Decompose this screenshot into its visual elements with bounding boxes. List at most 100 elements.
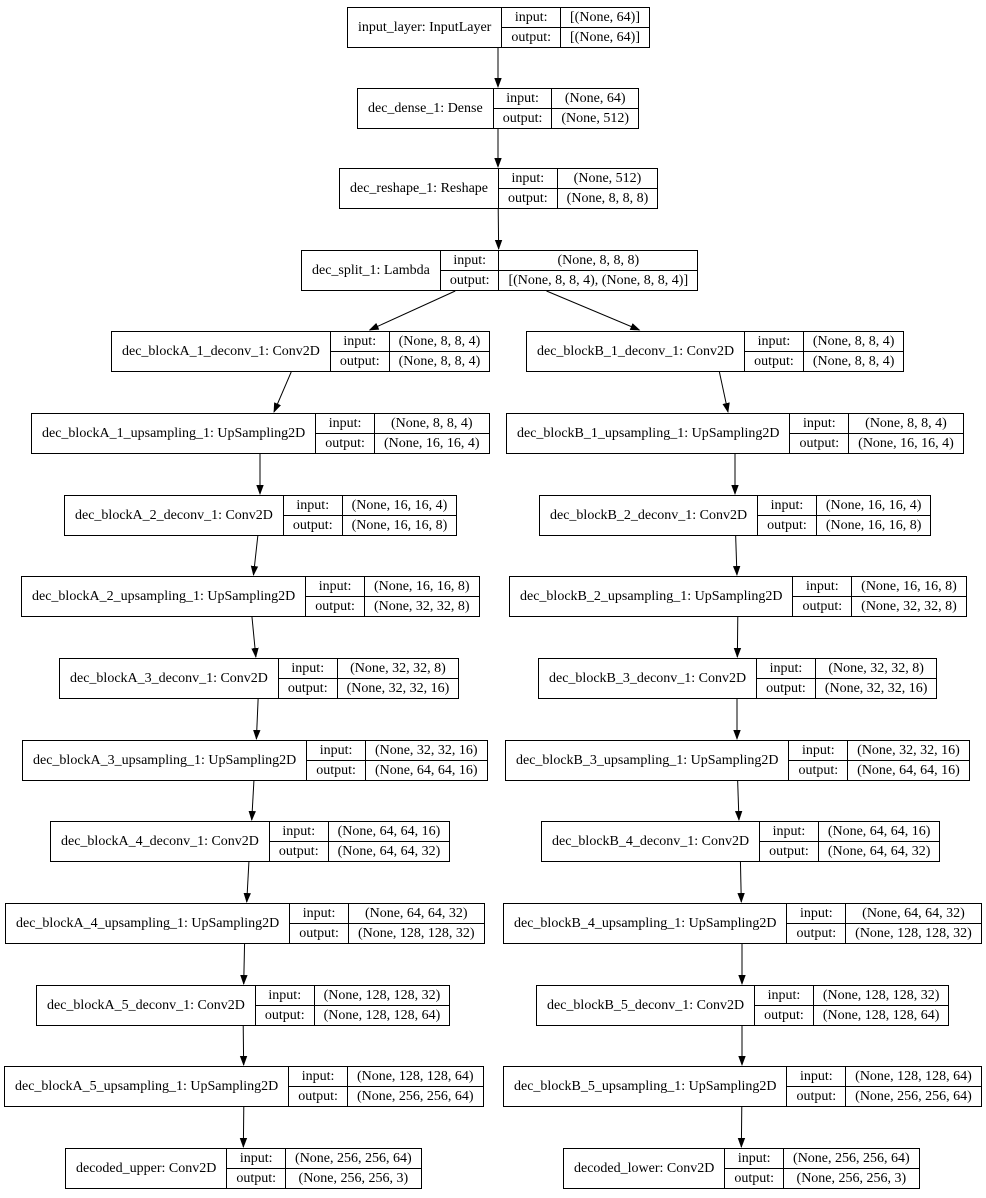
input-shape-value: (None, 32, 32, 8) <box>814 658 938 679</box>
layer-name-label: decoded_upper: Conv2D <box>64 1148 228 1189</box>
layer-name-label: dec_blockB_3_upsampling_1: UpSampling2D <box>504 740 790 781</box>
input-label: input: <box>305 576 365 597</box>
layer-name-label: dec_blockB_1_upsampling_1: UpSampling2D <box>505 413 791 454</box>
layer-name-label: dec_blockB_1_deconv_1: Conv2D <box>525 331 746 372</box>
input-shape-value: (None, 256, 256, 64) <box>285 1148 422 1169</box>
output-label: output: <box>439 270 500 291</box>
input-shape-value: (None, 128, 128, 64) <box>346 1066 484 1087</box>
layer-node-decoded_upper: decoded_upper: Conv2D input: (None, 256,… <box>64 1148 422 1189</box>
input-shape-value: (None, 32, 32, 16) <box>847 740 970 761</box>
input-label: input: <box>254 985 315 1006</box>
layer-name-label: dec_blockA_1_deconv_1: Conv2D <box>111 331 331 372</box>
input-label: input: <box>759 821 819 842</box>
edge-dec_split_1-to-dec_blockA_1_deconv_1 <box>368 290 456 331</box>
layer-name-label: dec_blockB_2_upsampling_1: UpSampling2D <box>508 576 794 617</box>
output-shape-value: (None, 64, 64, 32) <box>327 841 451 862</box>
output-label: output: <box>501 27 562 48</box>
input-shape-value: (None, 16, 16, 4) <box>815 495 932 516</box>
output-label: output: <box>789 433 850 454</box>
layer-node-dec_blockA_1_upsampling_1: dec_blockA_1_upsampling_1: UpSampling2D … <box>30 413 490 454</box>
edge-dec_blockB_1_deconv_1-to-dec_blockB_1_upsampling_1 <box>718 371 730 413</box>
layer-node-dec_blockA_5_deconv_1: dec_blockA_5_deconv_1: Conv2D input: (No… <box>36 985 451 1026</box>
edge-dec_blockA_3_upsampling_1-to-dec_blockA_4_deconv_1 <box>248 780 256 821</box>
layer-name-label: dec_blockB_3_deconv_1: Conv2D <box>537 658 758 699</box>
layer-name-label: dec_blockA_5_deconv_1: Conv2D <box>36 985 256 1026</box>
input-shape-value: (None, 128, 128, 64) <box>845 1066 982 1087</box>
output-shape-value: (None, 256, 256, 64) <box>845 1086 982 1107</box>
layer-node-dec_split_1: dec_split_1: Lambda input: (None, 8, 8, … <box>301 250 699 291</box>
output-label: output: <box>254 1005 315 1026</box>
output-shape-value: (None, 32, 32, 16) <box>336 678 460 699</box>
layer-node-dec_blockA_5_upsampling_1: dec_blockA_5_upsampling_1: UpSampling2D … <box>3 1066 484 1107</box>
output-shape-value: [(None, 8, 8, 4), (None, 8, 8, 4)] <box>498 270 699 291</box>
input-shape-value: (None, 16, 16, 8) <box>363 576 480 597</box>
output-shape-value: (None, 64, 64, 16) <box>364 760 488 781</box>
layer-name-label: dec_blockA_4_deconv_1: Conv2D <box>50 821 270 862</box>
input-label: input: <box>277 658 338 679</box>
layer-node-dec_blockB_1_upsampling_1: dec_blockB_1_upsampling_1: UpSampling2D … <box>505 413 964 454</box>
layer-name-label: dec_blockB_5_deconv_1: Conv2D <box>535 985 756 1026</box>
output-label: output: <box>744 351 804 372</box>
edge-dec_blockA_4_deconv_1-to-dec_blockA_4_upsampling_1 <box>243 861 251 903</box>
layer-name-label: dec_blockB_5_upsampling_1: UpSampling2D <box>502 1066 788 1107</box>
input-shape-value: (None, 64, 64, 16) <box>817 821 941 842</box>
layer-name-label: dec_blockA_4_upsampling_1: UpSampling2D <box>4 903 291 944</box>
edge-dec_blockA_3_deconv_1-to-dec_blockA_3_upsampling_1 <box>253 698 261 740</box>
output-shape-value: (None, 16, 16, 4) <box>373 433 490 454</box>
output-shape-value: (None, 8, 8, 8) <box>556 188 659 209</box>
output-shape-value: (None, 16, 16, 8) <box>815 515 932 536</box>
output-label: output: <box>756 678 816 699</box>
output-shape-value: (None, 32, 32, 16) <box>814 678 938 699</box>
input-shape-value: (None, 128, 128, 32) <box>812 985 950 1006</box>
layer-node-dec_dense_1: dec_dense_1: Dense input: (None, 64) out… <box>357 88 640 129</box>
layer-node-dec_blockB_1_deconv_1: dec_blockB_1_deconv_1: Conv2D input: (No… <box>525 331 905 372</box>
output-label: output: <box>498 188 558 209</box>
output-label: output: <box>759 841 819 862</box>
edge-dec_split_1-to-dec_blockB_1_deconv_1 <box>546 290 641 331</box>
input-label: input: <box>786 1066 847 1087</box>
output-shape-value: (None, 256, 256, 64) <box>346 1086 484 1107</box>
layer-name-label: dec_blockA_3_deconv_1: Conv2D <box>59 658 279 699</box>
layer-name-label: dec_blockA_3_upsampling_1: UpSampling2D <box>21 740 308 781</box>
output-label: output: <box>724 1168 785 1189</box>
edge-dec_blockB_4_deconv_1-to-dec_blockB_4_upsampling_1 <box>737 861 745 903</box>
layer-node-decoded_lower: decoded_lower: Conv2D input: (None, 256,… <box>562 1148 920 1189</box>
input-shape-value: (None, 64, 64, 16) <box>327 821 451 842</box>
output-label: output: <box>786 923 847 944</box>
output-shape-value: (None, 8, 8, 4) <box>388 351 491 372</box>
input-label: input: <box>498 168 558 189</box>
layer-node-dec_blockA_4_deconv_1: dec_blockA_4_deconv_1: Conv2D input: (No… <box>50 821 451 862</box>
input-shape-value: (None, 8, 8, 4) <box>802 331 905 352</box>
layer-name-label: dec_blockB_4_deconv_1: Conv2D <box>540 821 761 862</box>
input-label: input: <box>282 495 343 516</box>
layer-node-dec_blockA_3_upsampling_1: dec_blockA_3_upsampling_1: UpSampling2D … <box>21 740 488 781</box>
input-shape-value: (None, 64, 64, 32) <box>347 903 485 924</box>
output-label: output: <box>329 351 390 372</box>
layer-name-label: dec_blockB_4_upsampling_1: UpSampling2D <box>502 903 788 944</box>
input-shape-value: (None, 8, 8, 4) <box>848 413 964 434</box>
output-label: output: <box>306 760 366 781</box>
layer-name-label: dec_reshape_1: Reshape <box>339 168 499 209</box>
input-shape-value: (None, 16, 16, 8) <box>851 576 967 597</box>
input-label: input: <box>226 1148 287 1169</box>
input-label: input: <box>501 7 562 28</box>
layer-name-label: dec_blockB_2_deconv_1: Conv2D <box>538 495 759 536</box>
input-shape-value: (None, 8, 8, 8) <box>498 250 699 271</box>
input-label: input: <box>315 413 375 434</box>
output-label: output: <box>492 108 553 129</box>
output-shape-value: (None, 512) <box>551 108 640 129</box>
output-shape-value: (None, 16, 16, 8) <box>341 515 458 536</box>
input-shape-value: (None, 64, 64, 32) <box>845 903 982 924</box>
output-label: output: <box>786 1086 847 1107</box>
output-label: output: <box>268 841 329 862</box>
input-label: input: <box>439 250 500 271</box>
layer-node-dec_reshape_1: dec_reshape_1: Reshape input: (None, 512… <box>339 168 659 209</box>
layer-node-dec_blockA_2_upsampling_1: dec_blockA_2_upsampling_1: UpSampling2D … <box>20 576 480 617</box>
output-shape-value: (None, 128, 128, 32) <box>347 923 485 944</box>
layer-name-label: input_layer: InputLayer <box>346 7 503 48</box>
edge-dec_blockB_3_upsampling_1-to-dec_blockB_4_deconv_1 <box>734 780 743 821</box>
edge-dec_blockA_2_upsampling_1-to-dec_blockA_3_deconv_1 <box>251 616 259 658</box>
layer-node-dec_blockB_3_deconv_1: dec_blockB_3_deconv_1: Conv2D input: (No… <box>537 658 938 699</box>
input-label: input: <box>792 576 853 597</box>
